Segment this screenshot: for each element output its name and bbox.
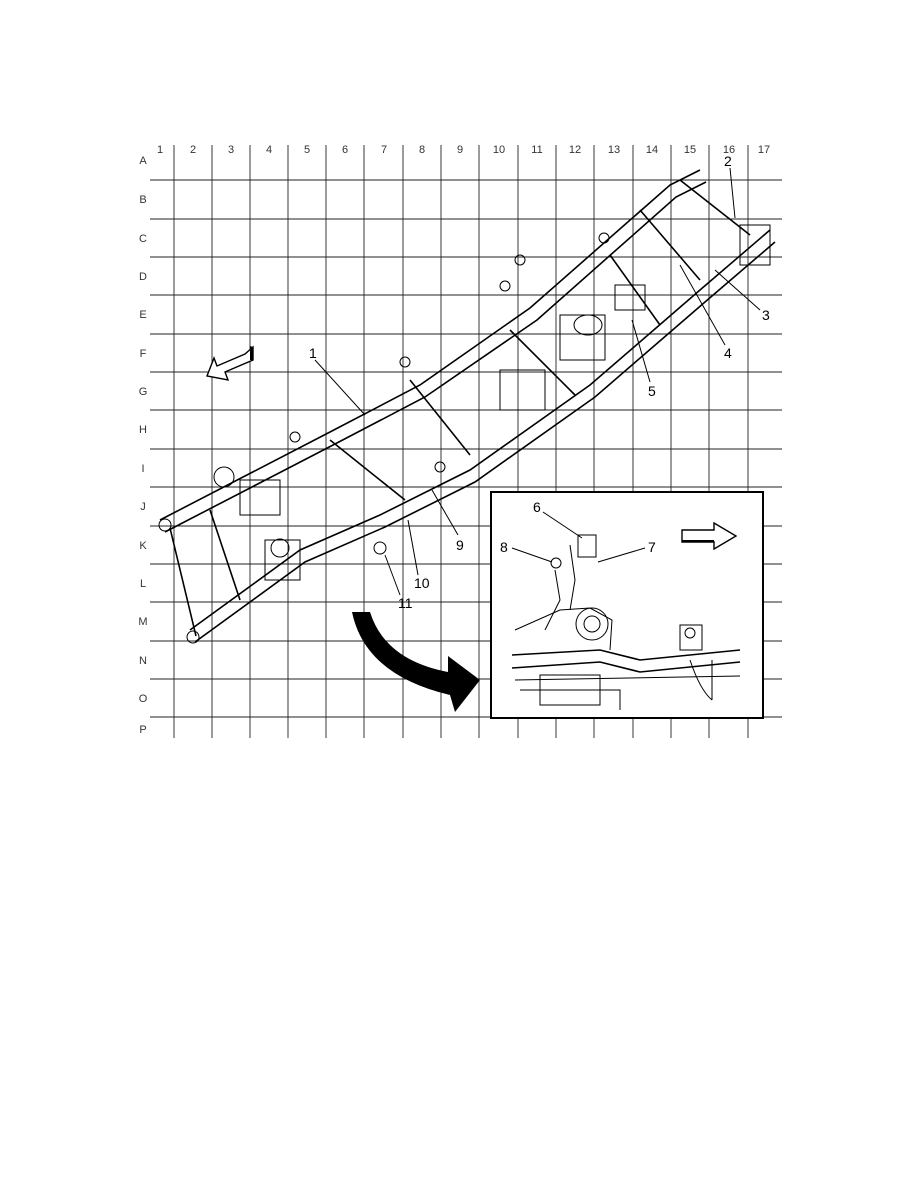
col-label: 3: [228, 144, 234, 156]
callout-1: 1: [309, 345, 317, 361]
row-label: D: [139, 271, 147, 283]
callout-8: 8: [500, 539, 508, 555]
front-direction-arrow-icon: [206, 345, 254, 381]
callout-10: 10: [414, 575, 430, 591]
callout-2: 2: [724, 153, 732, 169]
col-label: 14: [646, 144, 658, 156]
col-label: 6: [342, 144, 348, 156]
col-label: 1: [157, 144, 163, 156]
col-label: 2: [190, 144, 196, 156]
row-labels: A B C D E F G H I J K L M N O P: [138, 155, 147, 736]
col-label: 4: [266, 144, 272, 156]
col-label: 5: [304, 144, 310, 156]
col-label: 13: [608, 144, 620, 156]
inset-front-direction-arrow-icon: [681, 521, 738, 551]
row-label: C: [139, 233, 147, 245]
col-label: 12: [569, 144, 581, 156]
callout-7: 7: [648, 539, 656, 555]
col-label: 9: [457, 144, 463, 156]
col-label: 11: [531, 144, 542, 156]
row-label: P: [139, 724, 146, 736]
callout-11: 11: [398, 595, 413, 611]
row-label: E: [139, 309, 146, 321]
row-label: K: [139, 540, 147, 552]
row-label: J: [140, 501, 146, 513]
vehicle-frame-drawing: [158, 169, 776, 644]
callouts-main: 1 2 3 4 5 9 10 11: [309, 153, 770, 611]
row-label: G: [139, 386, 148, 398]
col-label: 15: [684, 144, 696, 156]
row-label: N: [139, 655, 147, 667]
column-labels: 1 2 3 4 5 6 7 8 9 10 11 12 13 14 15 16 1…: [157, 144, 770, 156]
row-label: I: [141, 463, 144, 475]
col-label: 16: [723, 144, 735, 156]
callout-6: 6: [533, 499, 541, 515]
col-label: 7: [381, 144, 387, 156]
row-label: O: [139, 693, 148, 705]
curved-arrow-icon: [352, 612, 480, 712]
row-label: B: [139, 194, 146, 206]
col-label: 10: [493, 144, 505, 156]
row-label: H: [139, 424, 147, 436]
col-label: 17: [758, 144, 770, 156]
callout-5: 5: [648, 383, 656, 399]
detail-inset: 6 7 8: [490, 491, 764, 719]
row-label: F: [140, 348, 147, 360]
row-label: A: [139, 155, 147, 167]
callout-9: 9: [456, 537, 464, 553]
col-label: 8: [419, 144, 425, 156]
callout-4: 4: [724, 345, 732, 361]
callout-3: 3: [762, 307, 770, 323]
row-label: L: [140, 578, 146, 590]
row-label: M: [138, 616, 147, 628]
